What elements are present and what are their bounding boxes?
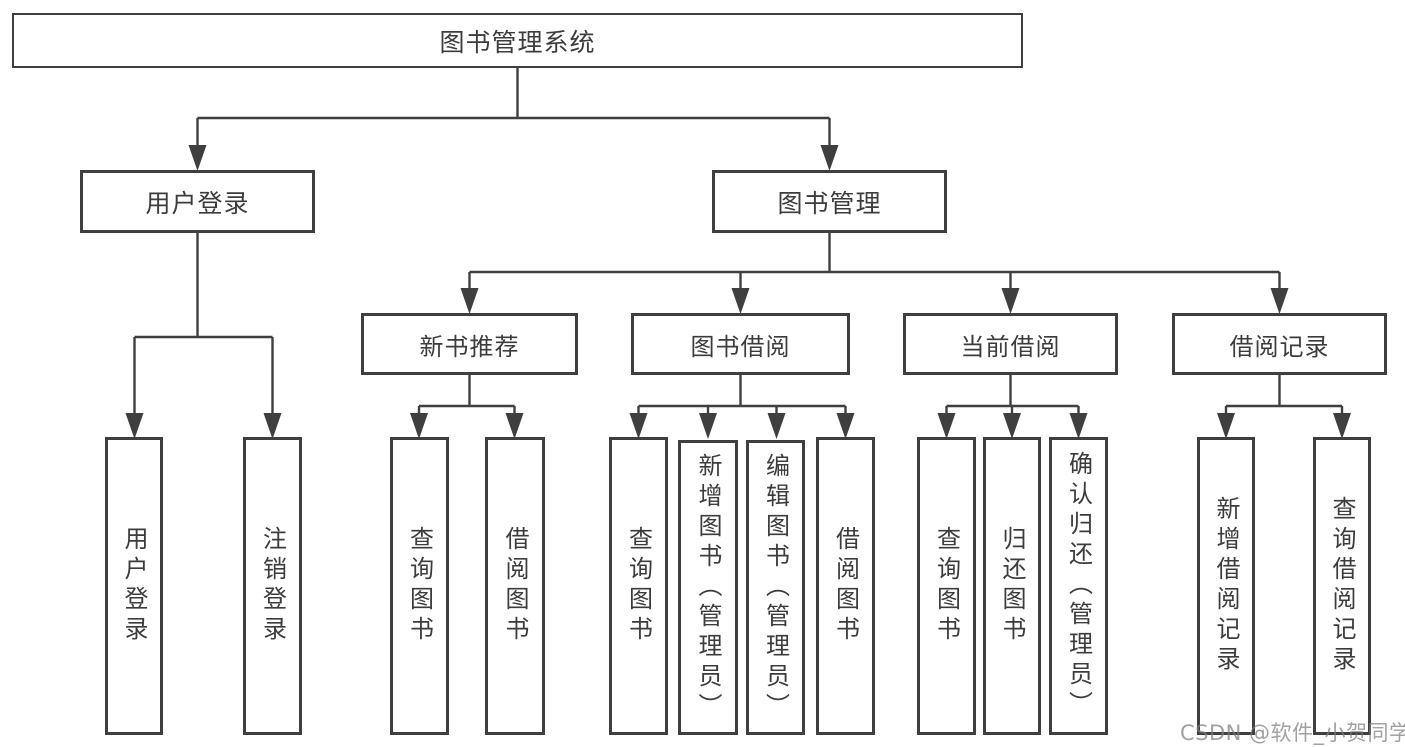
node-leaf-user-login: 用户登录 bbox=[105, 437, 163, 735]
arrow-down-icon bbox=[1069, 413, 1088, 439]
node-leaf-borrowing-query-books: 查询图书 bbox=[609, 437, 668, 735]
node-new-book-recommend: 新书推荐 bbox=[361, 313, 578, 375]
node-root-library-management-system: 图书管理系统 bbox=[12, 13, 1023, 68]
arrow-down-icon bbox=[1217, 413, 1235, 439]
node-leaf-records-add-record: 新增借阅记录 bbox=[1197, 437, 1255, 735]
arrow-down-icon bbox=[836, 413, 855, 439]
arrow-down-icon bbox=[937, 413, 956, 439]
arrow-down-icon bbox=[1001, 288, 1020, 314]
node-borrowing-records: 借阅记录 bbox=[1172, 313, 1387, 375]
node-leaf-borrowing-borrow-books: 借阅图书 bbox=[816, 437, 875, 735]
node-leaf-records-query-record: 查询借阅记录 bbox=[1313, 437, 1371, 735]
arrow-down-icon bbox=[125, 413, 144, 439]
arrow-down-icon bbox=[767, 413, 786, 439]
arrow-down-icon bbox=[263, 413, 282, 439]
node-leaf-current-confirm-return-admin: 确认归还（管理员） bbox=[1049, 437, 1108, 735]
arrow-down-icon bbox=[699, 413, 717, 439]
node-leaf-logout: 注销登录 bbox=[243, 437, 302, 735]
arrow-down-icon bbox=[731, 288, 750, 314]
node-leaf-recommend-query-books: 查询图书 bbox=[390, 437, 449, 735]
node-leaf-borrowing-edit-books-admin: 编辑图书（管理员） bbox=[746, 440, 805, 735]
connector-borrowing-records-split bbox=[1224, 375, 1344, 418]
arrow-down-icon bbox=[460, 288, 479, 314]
arrow-down-icon bbox=[410, 413, 428, 439]
node-book-management: 图书管理 bbox=[712, 170, 947, 233]
arrow-down-icon bbox=[1333, 413, 1351, 439]
connector-book-management-split bbox=[468, 233, 1281, 293]
connector-book-borrowing-split bbox=[637, 375, 847, 418]
node-current-borrowing: 当前借阅 bbox=[903, 313, 1118, 375]
node-leaf-recommend-borrow-books: 借阅图书 bbox=[485, 437, 545, 735]
arrow-down-icon bbox=[820, 145, 839, 171]
arrow-down-icon bbox=[1270, 288, 1289, 314]
node-leaf-current-return-books: 归还图书 bbox=[983, 437, 1041, 735]
connector-root-to-level2 bbox=[196, 68, 831, 150]
connector-new-book-recommend-split bbox=[417, 375, 516, 418]
node-leaf-borrowing-add-books-admin: 新增图书（管理员） bbox=[678, 440, 738, 735]
node-user-login: 用户登录 bbox=[80, 170, 315, 233]
connector-user-login-split bbox=[133, 233, 274, 418]
arrow-down-icon bbox=[188, 145, 207, 171]
node-leaf-current-query-books: 查询图书 bbox=[917, 437, 976, 735]
arrow-down-icon bbox=[505, 413, 524, 439]
csdn-watermark: CSDN @软件_小贺同学 bbox=[1180, 721, 1405, 745]
arrow-down-icon bbox=[629, 413, 648, 439]
node-book-borrowing: 图书借阅 bbox=[631, 313, 850, 375]
connector-current-borrowing-split bbox=[945, 375, 1080, 418]
arrow-down-icon bbox=[1003, 413, 1021, 439]
